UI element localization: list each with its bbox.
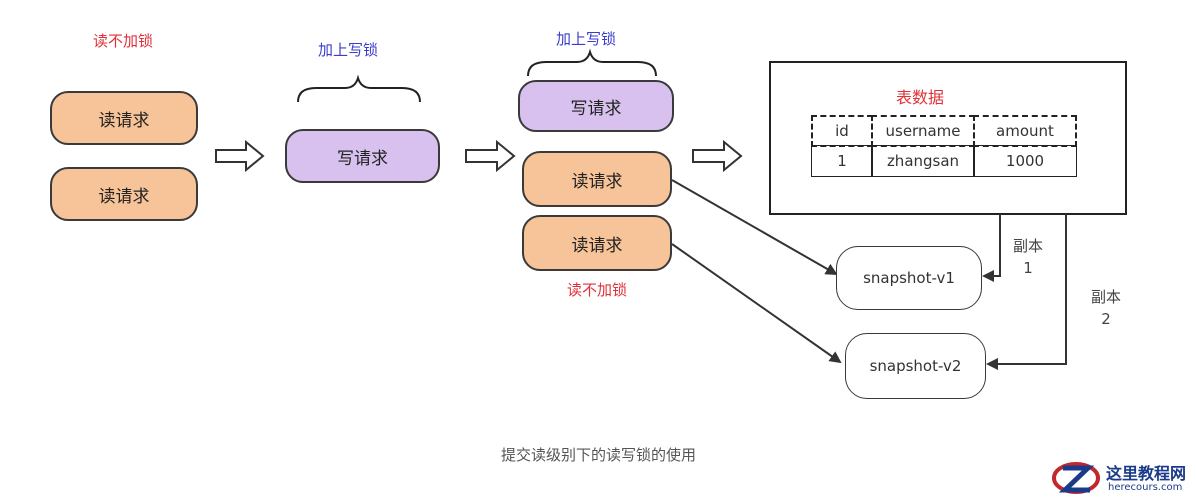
block-arrow-2 bbox=[465, 139, 516, 173]
brace-stage2 bbox=[297, 74, 421, 103]
diagram-caption: 提交读级别下的读写锁的使用 bbox=[500, 446, 696, 464]
block-arrow-3 bbox=[692, 139, 743, 173]
copy-2-number: 2 bbox=[1101, 310, 1111, 328]
copy-1-text: 副本 bbox=[1012, 237, 1043, 255]
stage2-write-lock-label: 加上写锁 bbox=[318, 41, 379, 59]
read-request-1: 读请求 bbox=[50, 91, 198, 145]
copy-2-label: 副本 2 bbox=[1086, 286, 1126, 330]
snapshot-v2: snapshot-v2 bbox=[845, 333, 986, 399]
read-request-3: 读请求 bbox=[522, 151, 672, 207]
copy-1-number: 1 bbox=[1023, 259, 1033, 277]
block-arrow-1 bbox=[215, 139, 265, 173]
copy-1-label: 副本 1 bbox=[1008, 235, 1048, 279]
table-data-box bbox=[769, 61, 1127, 215]
stage3-write-lock-label: 加上写锁 bbox=[556, 30, 617, 48]
stage3-no-lock-label: 读不加锁 bbox=[567, 281, 628, 299]
copy-2-text: 副本 bbox=[1090, 288, 1121, 306]
table-title: 表数据 bbox=[896, 88, 945, 107]
write-request-stage3: 写请求 bbox=[518, 80, 674, 132]
arrow-copy-1 bbox=[982, 214, 1001, 282]
brace-stage3 bbox=[527, 48, 657, 77]
cell-id: 1 bbox=[811, 145, 873, 177]
stage1-no-lock-label: 读不加锁 bbox=[93, 32, 154, 50]
read-request-4: 读请求 bbox=[522, 215, 672, 271]
header-amount: amount bbox=[973, 115, 1077, 147]
watermark-url: herecours.com bbox=[1108, 482, 1183, 493]
cell-amount: 1000 bbox=[973, 145, 1077, 177]
arrow-read-to-snapshot-v2 bbox=[671, 243, 842, 364]
write-request-stage2: 写请求 bbox=[285, 129, 440, 183]
cell-username: zhangsan bbox=[871, 145, 975, 177]
header-username: username bbox=[871, 115, 975, 147]
watermark-title: 这里教程网 bbox=[1106, 464, 1187, 483]
snapshot-v1: snapshot-v1 bbox=[836, 246, 982, 310]
arrow-copy-2 bbox=[986, 214, 1067, 370]
watermark-logo-icon bbox=[1052, 462, 1100, 494]
arrow-read-to-snapshot-v1 bbox=[671, 179, 838, 275]
read-request-2: 读请求 bbox=[50, 167, 198, 221]
header-id: id bbox=[811, 115, 873, 147]
watermark: 这里教程网 herecours.com bbox=[1050, 458, 1197, 501]
